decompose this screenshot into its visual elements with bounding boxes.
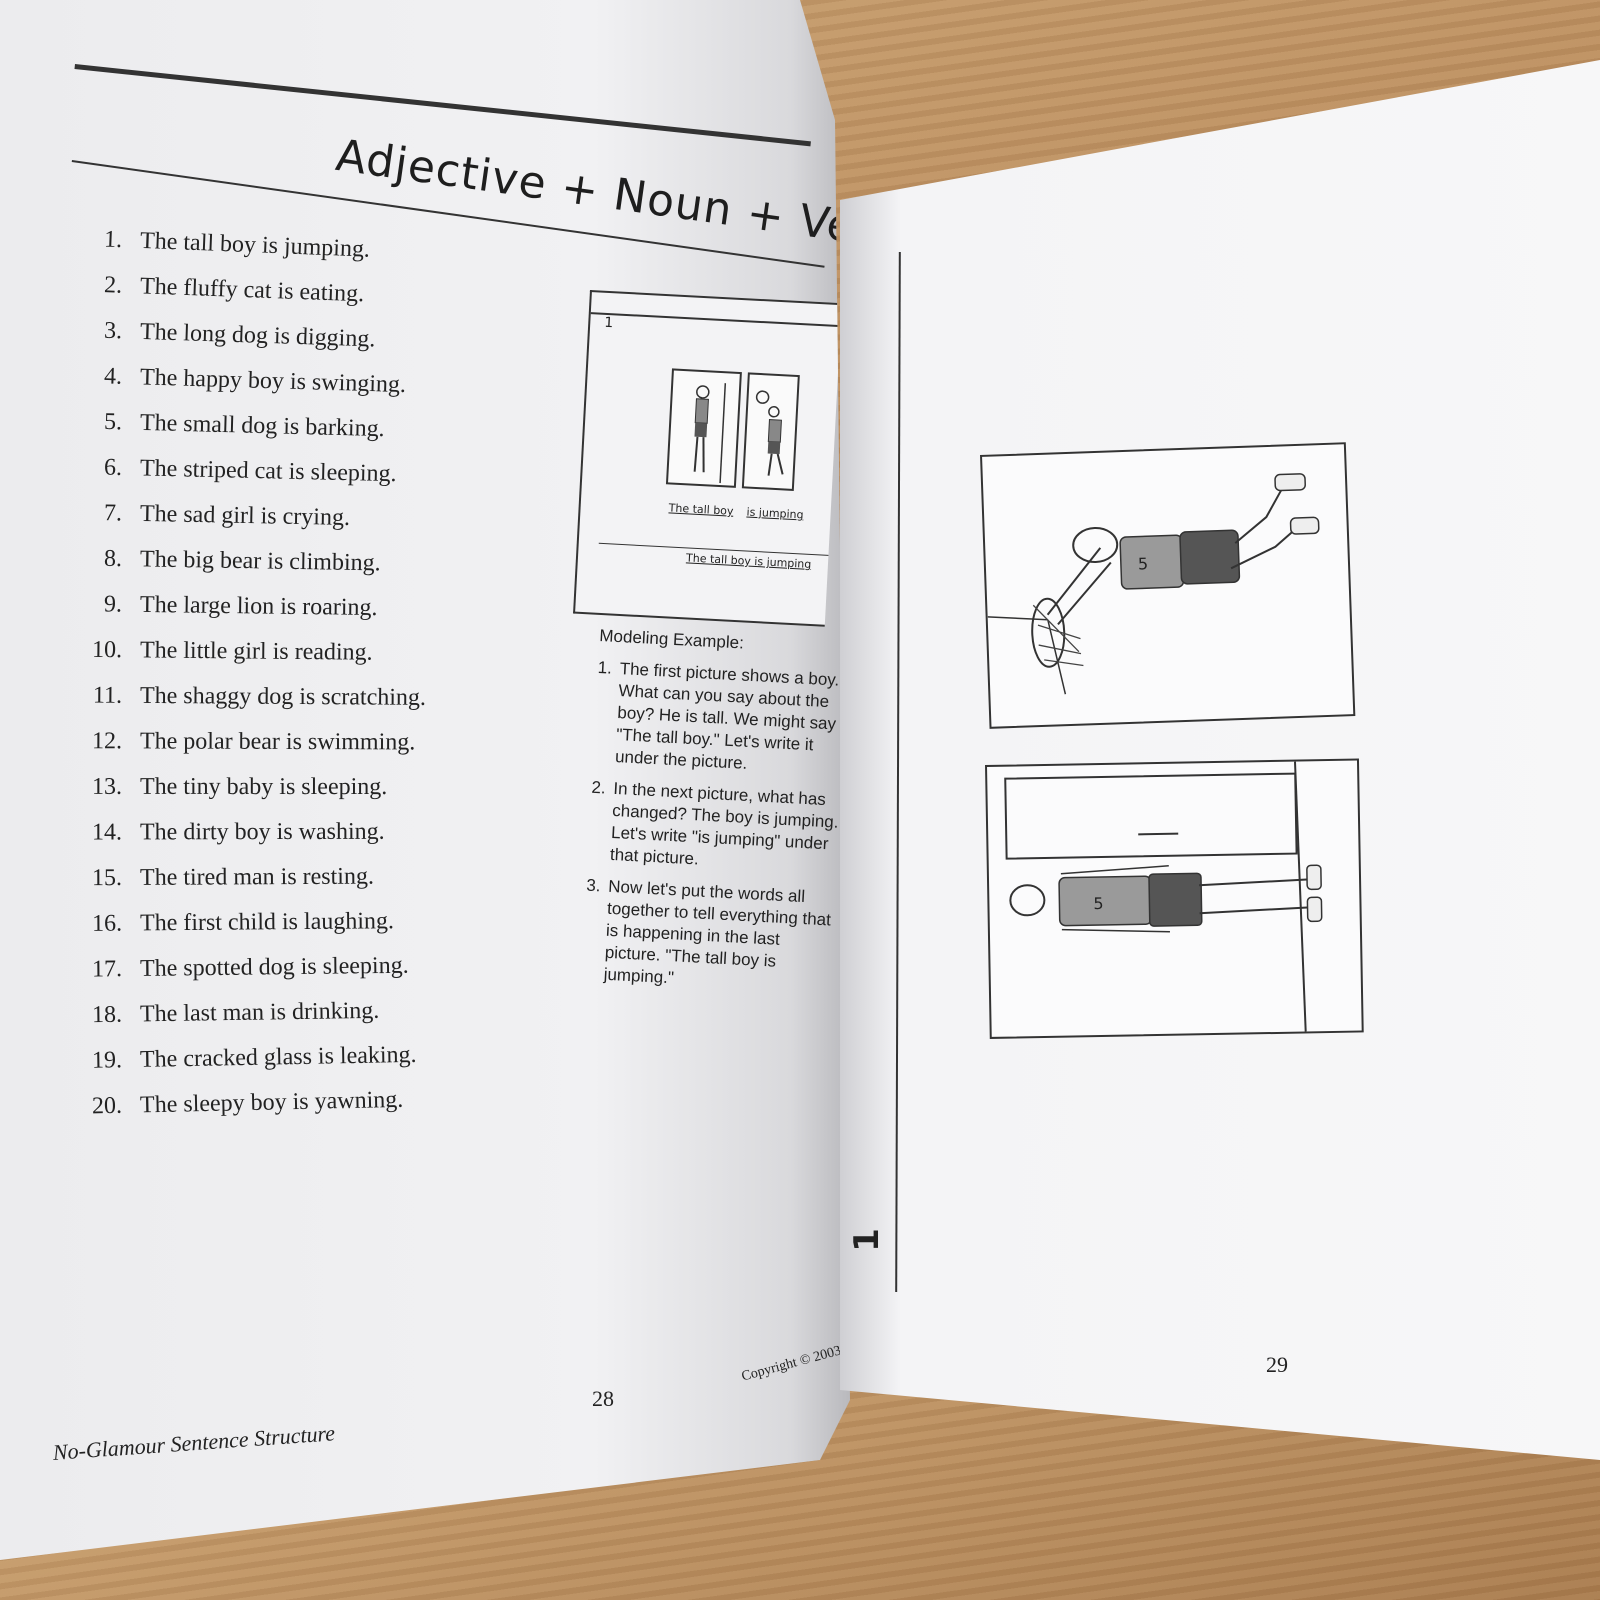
sentence-text: The little girl is reading. — [139, 637, 373, 666]
sentence-number: 8. — [103, 545, 123, 573]
sentence-number: 9. — [103, 591, 123, 618]
modeling-step: 2.In the next picture, what has changed?… — [587, 777, 841, 878]
page-number-right: 29 — [1266, 1352, 1288, 1377]
sentence-text: The first child is laughing. — [139, 908, 395, 937]
sentence-number: 5. — [103, 408, 123, 436]
modeling-step: 1.The first picture shows a boy. What ca… — [593, 657, 848, 780]
sentence-number: 12. — [91, 728, 123, 755]
sentence-text: The big bear is climbing. — [139, 546, 381, 577]
left-page: Adjective + Noun + Verb 1.The tall boy i… — [0, 0, 850, 1560]
sentence-item: 20. The sleepy boy is yawning. — [60, 1075, 541, 1130]
thumbnail-frame-standing — [665, 368, 742, 488]
sentence-text: The shaggy dog is scratching. — [139, 682, 427, 711]
sentence-text: The polar bear is swimming. — [139, 728, 416, 756]
sentence-text: The small dog is barking. — [139, 409, 385, 443]
jersey-number-jumping: 5 — [1138, 554, 1149, 573]
modeling-example: Modeling Example: 1.The first picture sh… — [581, 625, 850, 1008]
modeling-step-text: The first picture shows a boy. What can … — [614, 659, 840, 773]
modeling-step: 3.Now let's put the words all together t… — [581, 875, 836, 998]
sentence-number: 1. — [103, 226, 123, 254]
page-number-left: 28 — [592, 1386, 614, 1411]
sentence-text: The cracked glass is leaking. — [139, 1041, 417, 1073]
sentence-number: 20. — [91, 1092, 123, 1120]
sentence-item: 13. The tiny baby is sleeping. — [60, 765, 540, 810]
sentence-text: The striped cat is sleeping. — [139, 455, 397, 488]
sentence-number: 18. — [91, 1001, 123, 1029]
sentence-number: 2. — [103, 272, 123, 299]
sentence-text: The sleepy boy is yawning. — [139, 1086, 404, 1119]
sentence-item: 11. The shaggy dog is scratching. — [60, 673, 540, 721]
modeling-step-text: Now let's put the words all together to … — [603, 876, 832, 988]
sentence-text: The last man is drinking. — [139, 997, 380, 1028]
sentence-number: 16. — [91, 910, 123, 937]
sentence-text: The tall boy is jumping. — [139, 227, 371, 263]
sentence-item: 18. The last man is drinking. — [60, 986, 541, 1038]
thumbnail-caption-full: The tall boy is jumping — [685, 551, 812, 571]
sentence-number: 10. — [91, 636, 123, 664]
sentence-text: The large lion is roaring. — [139, 591, 378, 622]
sentence-number: 3. — [103, 317, 123, 345]
thumbnail-caption-2: is jumping — [746, 505, 804, 522]
sentence-item: 10. The little girl is reading. — [60, 628, 540, 678]
sentence-number: 11. — [92, 682, 123, 709]
boy-standing-icon: 5 — [1004, 761, 1323, 1032]
sentence-item: 17. The spotted dog is sleeping. — [60, 942, 541, 993]
picture-frame-jumping: 5 — [980, 442, 1356, 729]
sentence-number: 17. — [91, 956, 123, 983]
title-top-rule — [74, 64, 811, 147]
sentence-item: 8. The big bear is climbing. — [60, 536, 541, 589]
thumbnail-frame-jumping — [741, 372, 800, 491]
sentence-text: The sad girl is crying. — [139, 500, 351, 531]
sentence-number: 6. — [103, 454, 123, 481]
sentence-item: 12. The polar bear is swimming. — [60, 719, 540, 766]
thumbnail-rule — [590, 312, 841, 328]
thumbnail-caption-1: The tall boy — [668, 501, 734, 518]
sentence-list: 1. The tall boy is jumping. 2. The fluffy c… — [60, 225, 540, 1125]
sentence-number: 19. — [91, 1047, 123, 1074]
sentence-text: The tiny baby is sleeping. — [139, 773, 388, 801]
sentence-text: The fluffy cat is eating. — [139, 273, 365, 308]
sentence-text: The happy boy is swinging. — [139, 364, 407, 399]
boy-dunking-basketball-icon: 5 — [987, 473, 1320, 695]
sentence-text: The dirty boy is washing. — [139, 818, 385, 846]
sentence-item: 9. The large lion is roaring. — [60, 582, 541, 633]
modeling-step-text: In the next picture, what has changed? T… — [609, 778, 840, 869]
sentence-number: 7. — [103, 500, 123, 527]
jersey-number-standing: 5 — [1093, 894, 1104, 913]
jumping-boy-icon — [755, 390, 784, 476]
standing-boy-icon — [693, 383, 727, 484]
sentence-number: 15. — [91, 864, 123, 892]
frame-number-label: 1 — [846, 1228, 887, 1252]
modeling-heading: Modeling Example: — [598, 625, 745, 653]
modeling-example-thumbnail: 1 The tall boy is jumping T — [573, 290, 842, 627]
sentence-item: 16. The first child is laughing. — [60, 898, 540, 947]
sentence-text: The long dog is digging. — [139, 318, 376, 353]
thumbnail-number: 1 — [603, 314, 614, 332]
sentence-text: The spotted dog is sleeping. — [139, 952, 409, 982]
sentence-item: 14. The dirty boy is washing. — [60, 809, 540, 855]
book-title-footer: No-Glamour Sentence Structure — [52, 1420, 336, 1465]
modeling-steps: 1.The first picture shows a boy. What ca… — [581, 657, 848, 998]
sentence-item: 15. The tired man is resting. — [60, 854, 540, 902]
sentence-text: The tired man is resting. — [139, 863, 375, 891]
sentence-number: 4. — [103, 363, 123, 390]
sentence-number: 14. — [91, 819, 123, 846]
sentence-number: 13. — [91, 773, 123, 800]
picture-frame-standing: 5 — [985, 758, 1364, 1039]
